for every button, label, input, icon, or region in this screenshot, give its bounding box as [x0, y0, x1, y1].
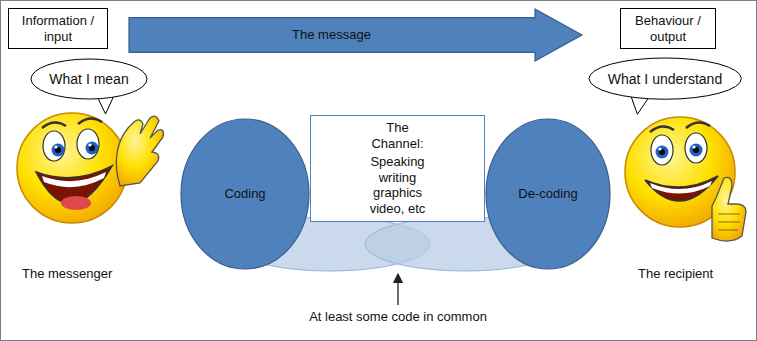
output-box: Behaviour / output	[620, 8, 716, 49]
speech-bubble: What I mean	[30, 58, 148, 100]
caption-label: The messenger	[22, 266, 112, 281]
node-label: What I understand	[608, 71, 722, 88]
bubble-shape	[589, 58, 741, 99]
node-label: What I mean	[49, 71, 128, 88]
text-group: What I understand	[608, 71, 722, 88]
pointer-arrow	[397, 278, 398, 305]
message-arrow: The message	[128, 8, 583, 62]
caption-label: At least some code in common	[309, 309, 487, 324]
node-body: Speaking writing graphics video, etc	[361, 154, 435, 216]
bubble-shape	[31, 59, 147, 99]
ellipse-shape	[181, 119, 309, 269]
caption-label: The recipient	[638, 266, 713, 281]
node-label: Information / input	[13, 13, 103, 44]
channel-box: The Channel:Speaking writing graphics vi…	[310, 115, 485, 222]
text-group: Behaviour / output	[626, 13, 710, 44]
arrow-shape	[129, 9, 582, 61]
node-label: The Channel:	[361, 120, 435, 151]
node-label: Coding	[224, 186, 265, 202]
text-group: Information / input	[13, 13, 103, 44]
ellipse-shape	[486, 119, 610, 269]
messenger-smiley	[17, 113, 163, 223]
text-group: Coding	[224, 186, 265, 202]
node-label: De-coding	[518, 186, 577, 202]
text-group: The Channel:Speaking writing graphics vi…	[361, 120, 435, 217]
node-label: The message	[292, 27, 371, 43]
node-label: Behaviour / output	[626, 13, 710, 44]
text-group: De-coding	[518, 186, 577, 202]
text-group: What I mean	[49, 71, 128, 88]
decoding-ellipse: De-coding	[485, 118, 611, 270]
text-group: The message	[292, 27, 371, 43]
recipient-smiley	[625, 117, 746, 241]
coding-ellipse: Coding	[180, 118, 310, 270]
input-box: Information / input	[8, 8, 108, 49]
speech-bubble: What I understand	[588, 57, 742, 100]
